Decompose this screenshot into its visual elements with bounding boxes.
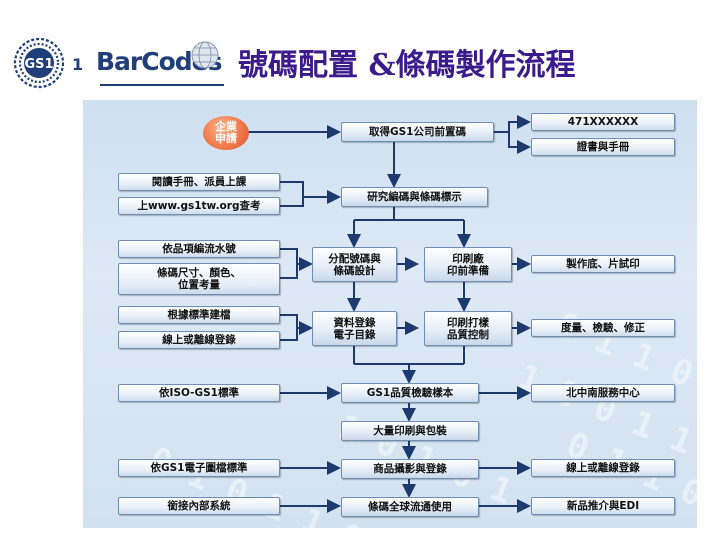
header: GS1 1 BarCodes 號碼配置 &條碼製作流程: [0, 0, 720, 100]
main-step-study-coding: 研究編碼與條碼標示: [341, 187, 488, 207]
left-note-iso-standard: 依ISO-GS1標準: [118, 384, 280, 402]
start-node: 企業 申請: [203, 116, 249, 150]
right-note-film-proof: 製作底、片試印: [531, 255, 675, 273]
globe-icon: [191, 41, 219, 69]
left-note-internal-system: 銜接內部系統: [118, 497, 280, 515]
main-step-get-prefix: 取得GS1公司前置碼: [341, 122, 494, 142]
left-note-barcode-size: 條碼尺寸、顏色、 位置考量: [118, 263, 280, 295]
left-note-read-manual: 閱讀手冊、派員上課: [118, 173, 280, 191]
left-note-online-entry: 線上或離線登錄: [118, 331, 280, 349]
main-step-global-use: 條碼全球流通使用: [341, 497, 479, 517]
left-note-serial-number: 依品項編流水號: [118, 240, 280, 258]
right-note-certificate: 證書與手冊: [531, 138, 675, 156]
main-step-mass-printing: 大量印刷與包裝: [341, 421, 479, 441]
main-step-data-entry: 資料登錄 電子目錄: [312, 311, 397, 346]
main-step-assign-numbers: 分配號碼與 條碼設計: [312, 247, 397, 282]
main-step-photo-register: 商品攝影與登錄: [341, 459, 479, 479]
right-note-prefix-format: 471XXXXXX: [531, 113, 675, 131]
main-step-quality-sample: GS1品質檢驗樣本: [341, 383, 479, 403]
svg-text:1: 1: [72, 55, 83, 74]
header-underline: [100, 84, 224, 86]
flowchart-panel: 0 1 1 0 1 0 0 1 1 0 1 1 0 1 0 1 0 1 0 1 …: [83, 100, 697, 528]
right-note-service-center: 北中南服務中心: [531, 384, 675, 402]
gs1-logo-text: GS1: [24, 57, 53, 72]
gs1-logo-icon: GS1 1: [13, 37, 83, 89]
main-step-printer-prep: 印刷廠 印前準備: [424, 247, 512, 282]
connector-lines: [246, 115, 531, 513]
page-title: 號碼配置 &條碼製作流程: [238, 48, 576, 83]
right-note-measure-fix: 度量、檢驗、修正: [531, 319, 675, 337]
left-note-website: 上www.gs1tw.org查考: [118, 197, 280, 215]
right-note-online-register: 線上或離線登錄: [531, 459, 675, 477]
main-step-proof-quality: 印刷打樣 品質控制: [424, 311, 512, 346]
right-note-edi: 新品推介與EDI: [531, 497, 675, 515]
left-note-e-image-standard: 依GS1電子圖檔標準: [118, 459, 280, 477]
left-note-standard-file: 根據標準建檔: [118, 306, 280, 324]
